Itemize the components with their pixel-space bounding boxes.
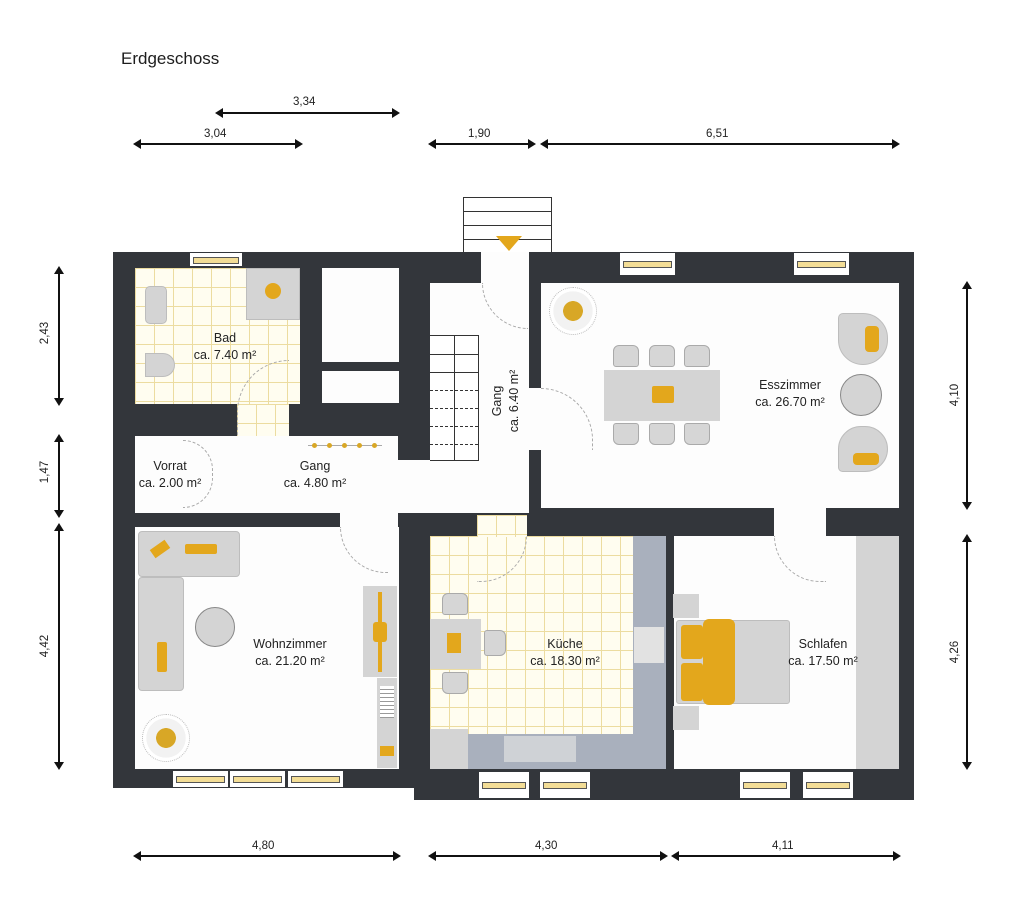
entrance-steps [463, 197, 552, 253]
armchair [838, 426, 888, 472]
kitchen-chair [484, 630, 506, 656]
sofa-corner [138, 531, 240, 577]
entrance-arrow-icon [496, 236, 522, 251]
dining-table [604, 370, 720, 421]
dining-chair [649, 423, 675, 445]
dim-line-right-2 [962, 534, 972, 770]
shower [246, 268, 300, 320]
sofa [138, 577, 184, 691]
dim-line-top-2 [133, 139, 303, 149]
window-kueche-1 [479, 772, 529, 798]
tv-sideboard [363, 586, 397, 677]
side-table [840, 374, 882, 416]
dim-left-1: 2,43 [39, 321, 52, 345]
nightstand [673, 706, 699, 730]
fridge [430, 729, 468, 769]
kitchen-chair [442, 593, 468, 615]
room-gang-west [135, 436, 398, 513]
dim-line-left-3 [54, 523, 64, 770]
dim-left-2: 1,47 [39, 460, 52, 484]
window-schlafen-2 [803, 772, 853, 798]
armchair [838, 313, 888, 365]
dim-right-1: 4,10 [949, 383, 962, 407]
dim-line-bottom-2 [428, 851, 668, 861]
window-wohnzimmer-2 [230, 771, 285, 787]
dining-chair [684, 423, 710, 445]
nightstand [673, 594, 699, 618]
dim-top-1: 3,34 [293, 96, 316, 108]
dim-line-top-3 [428, 139, 536, 149]
dim-top-3: 1,90 [468, 128, 491, 140]
window-wohnzimmer-3 [288, 771, 343, 787]
shelf [377, 678, 397, 768]
window-kueche-2 [540, 772, 590, 798]
plant-esszimmer [549, 287, 597, 335]
dining-chair [649, 345, 675, 367]
entrance-doorway[interactable] [481, 252, 529, 284]
dim-top-4: 6,51 [706, 128, 729, 140]
door-kueche[interactable] [477, 515, 527, 537]
kitchen-chair [442, 672, 468, 694]
washbasin [145, 286, 167, 324]
window-wohnzimmer-1 [173, 771, 228, 787]
dim-line-top-4 [540, 139, 900, 149]
bed [676, 619, 790, 705]
dim-line-bottom-3 [671, 851, 901, 861]
shower-head-icon [265, 283, 281, 299]
dining-chair [613, 345, 639, 367]
coat-rack [308, 443, 382, 449]
window-schlafen-1 [740, 772, 790, 798]
door-esszimmer[interactable] [529, 388, 541, 450]
dim-right-2: 4,26 [949, 640, 962, 664]
dim-left-3: 4,42 [39, 634, 52, 658]
dim-line-right-1 [962, 281, 972, 510]
cooktop [634, 627, 664, 663]
dim-line-left-1 [54, 266, 64, 406]
floor-title: Erdgeschoss [121, 49, 220, 68]
dining-chair [613, 423, 639, 445]
plant-wohnzimmer [142, 714, 190, 762]
window-esszimmer-1 [620, 253, 675, 275]
dim-bottom-3: 4,11 [772, 840, 794, 852]
coffee-table [195, 607, 235, 647]
dim-bottom-1: 4,80 [252, 840, 275, 852]
kitchen-table [430, 619, 481, 669]
door-schlafen[interactable] [774, 508, 826, 536]
window-esszimmer-2 [794, 253, 849, 275]
closet-upper [322, 268, 399, 362]
dim-top-2: 3,04 [204, 128, 227, 140]
dining-chair [684, 345, 710, 367]
dim-bottom-2: 4,30 [535, 840, 558, 852]
dim-line-bottom-1 [133, 851, 401, 861]
wardrobe [856, 536, 899, 769]
window-bad [190, 253, 242, 266]
closet-lower [322, 371, 399, 403]
dim-line-top-1 [215, 108, 400, 118]
sink [504, 736, 576, 762]
dim-line-left-2 [54, 434, 64, 518]
toilet [145, 353, 175, 377]
